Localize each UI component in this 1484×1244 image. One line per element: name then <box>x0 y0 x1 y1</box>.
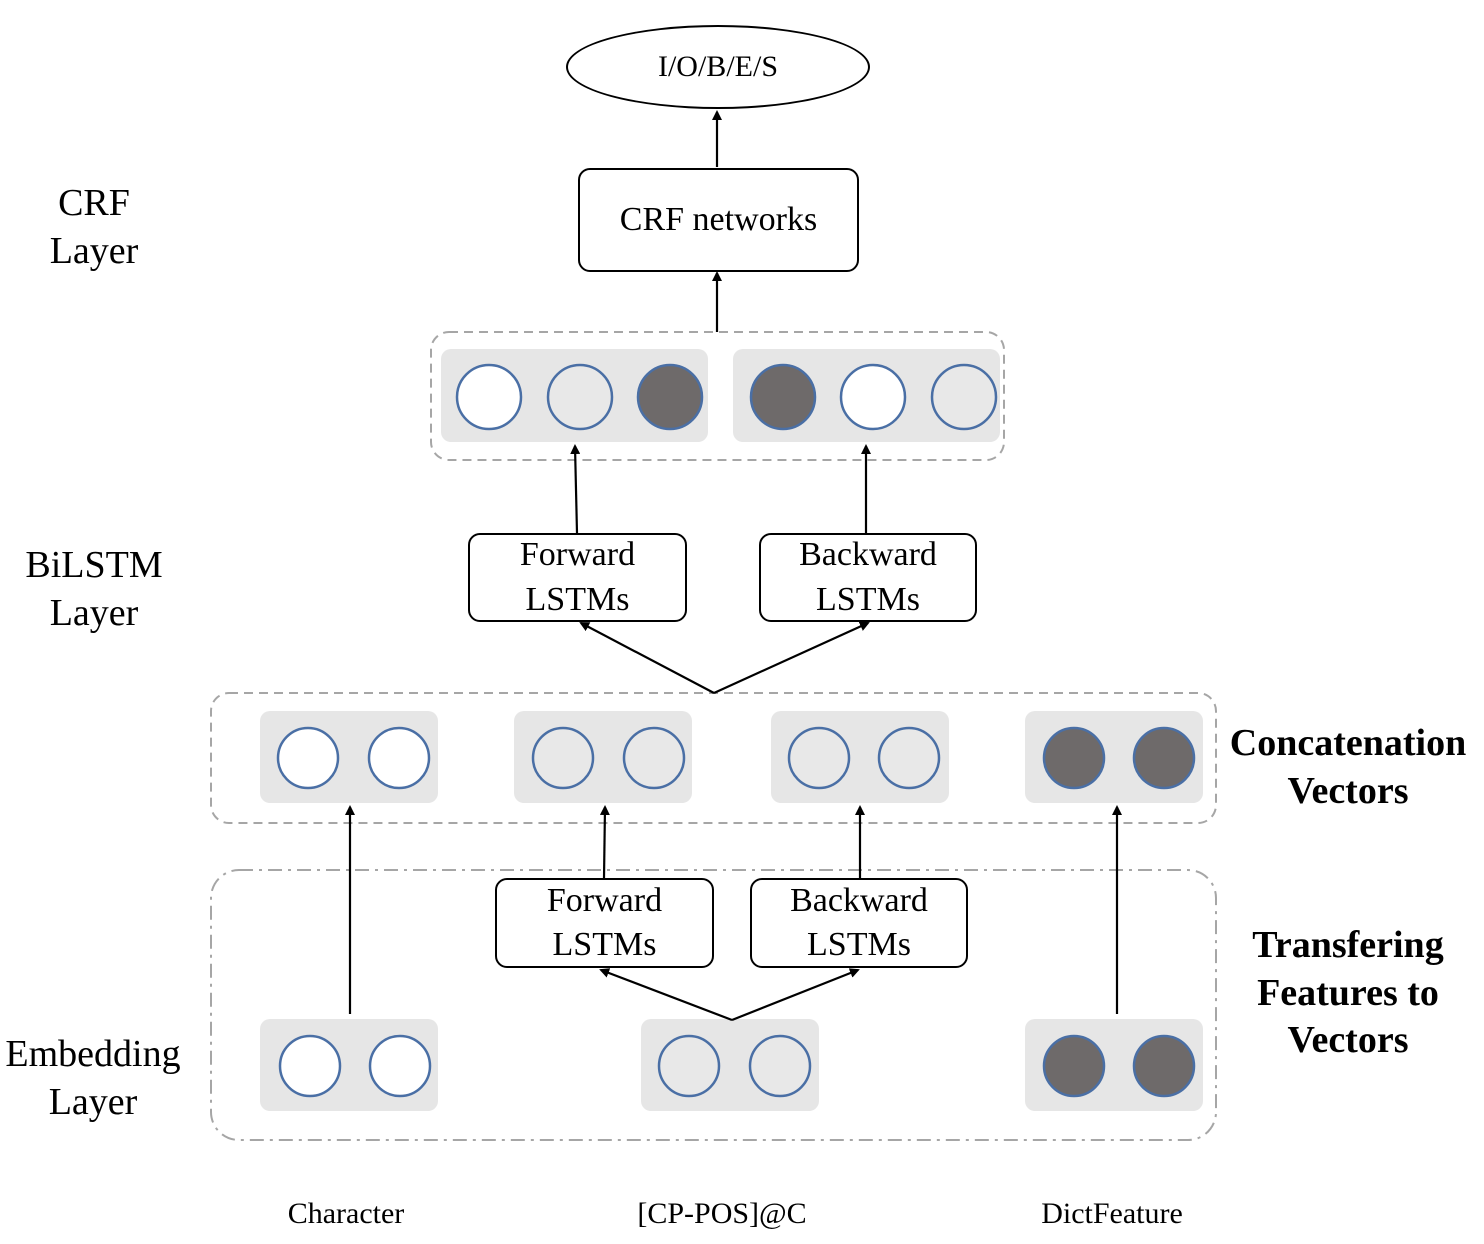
node-light <box>546 363 614 431</box>
output-oval: I/O/B/E/S <box>566 25 870 109</box>
node-dark <box>749 363 817 431</box>
transfer-forward-box: Forward LSTMs <box>495 878 714 968</box>
transfering-features-label: Transfering Features to Vectors <box>1252 924 1444 1061</box>
input-cppos-label: [CP-POS]@C <box>637 1197 807 1230</box>
node-white <box>367 726 431 790</box>
arrow-tforward-to-concat <box>599 805 610 879</box>
input-dict-label: DictFeature <box>1041 1197 1183 1230</box>
node-dark <box>1132 1034 1196 1098</box>
arrow-cppos-to-tbackward <box>731 968 860 1022</box>
node-light <box>657 1034 721 1098</box>
node-white <box>455 363 523 431</box>
node-light <box>531 726 595 790</box>
arrow-forward-to-output <box>570 444 581 534</box>
transfer-backward-box: Backward LSTMs <box>750 878 968 968</box>
crf-networks-box: CRF networks <box>578 168 859 272</box>
crf-layer-label: CRF Layer <box>49 182 139 272</box>
node-white <box>368 1034 432 1098</box>
arrow-concat-to-forward <box>579 622 715 694</box>
node-dark <box>1042 726 1106 790</box>
node-dark <box>1042 1034 1106 1098</box>
node-light <box>787 726 851 790</box>
bilstm-backward-box: Backward LSTMs <box>759 533 977 622</box>
node-white <box>278 1034 342 1098</box>
node-dark <box>1132 726 1196 790</box>
node-light <box>930 363 998 431</box>
concatenation-vectors-label: Concatenation Vectors <box>1229 722 1467 812</box>
bilstm-forward-box: Forward LSTMs <box>468 533 687 622</box>
node-light <box>622 726 686 790</box>
node-white <box>839 363 907 431</box>
transfer-frame <box>210 869 1217 1141</box>
node-light <box>748 1034 812 1098</box>
embedding-layer-label: Embedding Layer <box>5 1033 181 1123</box>
bilstm-layer-label: BiLSTM Layer <box>25 544 163 634</box>
bilstm-output-frame <box>430 331 1005 461</box>
node-white <box>276 726 340 790</box>
node-dark <box>636 363 704 431</box>
arrow-cppos-to-tforward <box>599 968 733 1022</box>
node-light <box>877 726 941 790</box>
input-character-label: Character <box>287 1197 405 1230</box>
arrow-concat-to-backward <box>713 621 870 695</box>
